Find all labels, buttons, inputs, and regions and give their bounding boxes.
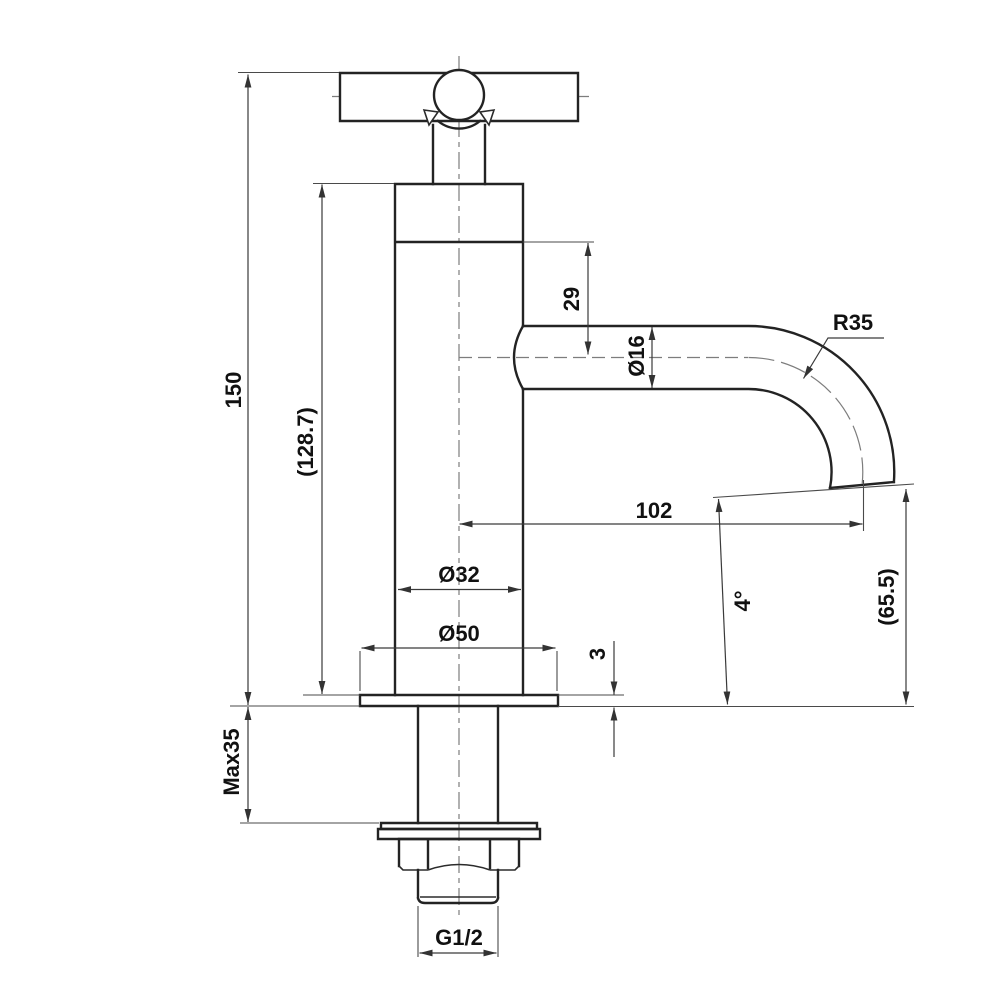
dim-label-flange-thickness: 3: [585, 648, 610, 660]
faucet-outline: [338, 68, 896, 905]
spout-outlet-face: [828, 480, 896, 490]
extension-lines: [230, 71, 915, 957]
dim-label-spout-offset: 29: [559, 287, 584, 311]
handle-chamfer-right: [478, 109, 496, 127]
dimension-labels: 150 (128.7) Max35 29 Ø16 R35 102 Ø32 Ø50…: [219, 287, 899, 950]
handle-stem: [431, 123, 487, 186]
handle-ball: [432, 68, 486, 122]
dim-label-body-diameter: Ø32: [438, 562, 480, 587]
spout-outer-edge: [521, 324, 896, 484]
dim-label-max-mounting: Max35: [219, 728, 244, 795]
dim-label-spout-diameter: Ø16: [624, 335, 649, 377]
dimension-lines: [244, 74, 910, 957]
spout-inner-edge: [521, 387, 833, 490]
dim-label-thread: G1/2: [435, 925, 483, 950]
hex-nut: [397, 837, 521, 870]
dim-label-base-diameter: Ø50: [438, 621, 480, 646]
spout-bend-centerline-arc: [748, 356, 864, 487]
handle-chamfer-left: [422, 109, 440, 127]
dim-label-reach: 102: [636, 498, 673, 523]
threaded-shank: [416, 704, 500, 825]
dim-label-outlet-height: (65.5): [874, 568, 899, 625]
faucet-body: [393, 182, 525, 697]
dim-label-body-height: (128.7): [293, 407, 318, 477]
dim-label-total-height: 150: [221, 372, 246, 409]
ext-base-diameter: [359, 651, 558, 691]
thread-end: [416, 868, 500, 905]
spout-body-intersection-arc: [512, 324, 525, 391]
ext-outlet-tilt-line: [712, 483, 915, 499]
dim-label-bend-radius: R35: [833, 310, 873, 335]
washer-lower: [376, 827, 542, 841]
dimline-outlet-angle: [715, 498, 731, 705]
handle-collar-arc: [436, 119, 482, 130]
dim-label-outlet-angle: 4°: [730, 590, 755, 611]
ext-thread: [417, 906, 499, 957]
leader-bend-radius: [802, 337, 884, 379]
